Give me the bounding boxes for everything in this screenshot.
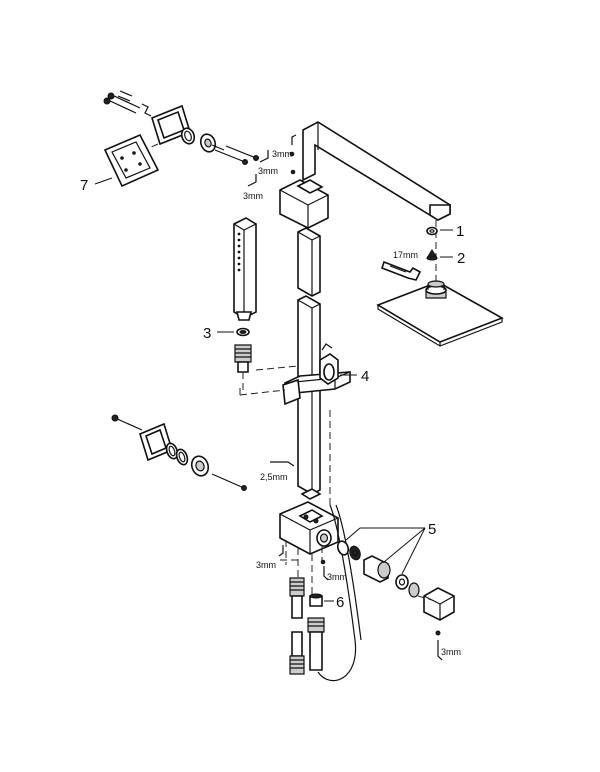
lower-wall-adapter bbox=[190, 455, 210, 477]
tool-label-hex-top-1: 3mm bbox=[272, 149, 292, 159]
mixer-body bbox=[279, 501, 339, 555]
hose-nut-upper bbox=[234, 344, 252, 373]
hand-shower-spray-face bbox=[237, 232, 241, 272]
overhead-shower bbox=[376, 220, 504, 347]
upper-wall-rosette-square bbox=[151, 104, 191, 146]
shower-hose bbox=[317, 504, 357, 682]
tool-label-hex-top-2: 3mm bbox=[258, 166, 278, 176]
callout-6: 6 bbox=[336, 594, 344, 611]
callout-5: 5 bbox=[428, 521, 436, 538]
tool-label-hex-mixer-left: 3mm bbox=[256, 560, 276, 570]
tool-label-hex-top-3: 3mm bbox=[243, 191, 263, 201]
lower-o-ring-2 bbox=[175, 448, 189, 466]
rail-clip bbox=[300, 488, 322, 500]
nut-part-6 bbox=[309, 593, 323, 607]
tool-label-hex-rail: 2,5mm bbox=[260, 472, 288, 482]
callout-4: 4 bbox=[361, 368, 369, 385]
upper-wall-mount-group bbox=[103, 90, 259, 165]
hand-shower bbox=[233, 217, 257, 321]
end-cap bbox=[423, 587, 455, 621]
top-connector-block bbox=[279, 179, 329, 229]
shower-rail bbox=[297, 295, 321, 495]
supply-hose-right bbox=[307, 617, 325, 671]
slide-holder-part-4 bbox=[282, 343, 351, 406]
callout-1: 1 bbox=[456, 223, 464, 240]
tool-label-spanner-head: 17mm bbox=[393, 250, 418, 260]
upper-wall-screws bbox=[103, 90, 152, 117]
tool-label-hex-mixer-mid: 3mm bbox=[327, 572, 347, 582]
thermostat-cartridge-group-part-5 bbox=[336, 540, 420, 598]
callout-2: 2 bbox=[457, 250, 465, 267]
washer-part-1 bbox=[426, 226, 438, 236]
callout-3: 3 bbox=[203, 325, 211, 342]
supply-hose-left bbox=[289, 577, 305, 675]
callout-7: 7 bbox=[80, 177, 88, 194]
tool-label-hex-cap: 3mm bbox=[441, 647, 461, 657]
lower-wall-mount-group bbox=[111, 414, 247, 491]
upper-wall-adapter bbox=[199, 133, 225, 153]
hex-key-cap bbox=[437, 640, 443, 661]
shower-arm bbox=[302, 121, 451, 221]
wall-template-plate bbox=[103, 133, 160, 188]
upper-riser-pipe bbox=[297, 227, 321, 297]
spanner-17mm bbox=[380, 260, 422, 281]
hex-key-2-5mm bbox=[270, 461, 295, 467]
